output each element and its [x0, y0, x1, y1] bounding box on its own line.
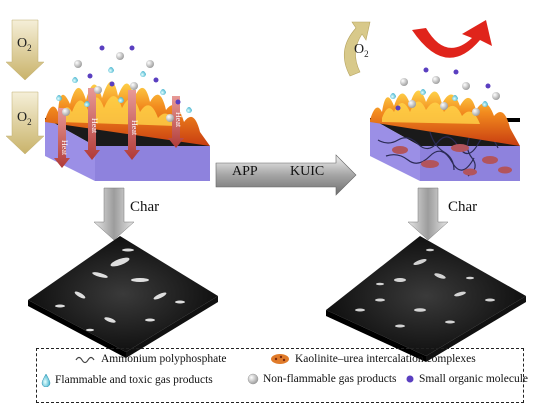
down-arrow-left — [93, 187, 135, 241]
heat-label-2: Heat — [90, 118, 99, 134]
heat-label-1: Heat — [60, 140, 69, 156]
legend-box: Ammonium polyphosphate Kaolinite–urea in… — [36, 348, 528, 403]
heat-label-4: Heat — [174, 112, 183, 128]
transformation-arrow — [215, 154, 357, 196]
char-label-left: Char — [130, 199, 160, 215]
oxygen-arrows-left — [5, 19, 45, 155]
orange-blob-icon — [271, 354, 289, 364]
app-label: APP — [232, 164, 258, 179]
legend-app: Ammonium polyphosphate — [75, 353, 227, 365]
oxygen-label-top: O2 — [17, 36, 32, 53]
heat-label-3: Heat — [130, 120, 139, 136]
legend-kuic: Kaolinite–urea intercalation complexes — [269, 353, 476, 365]
wavy-line-icon — [75, 356, 95, 364]
oxygen-label-mid: O2 — [17, 110, 32, 127]
oxygen-curved-arrow-right — [343, 21, 371, 77]
char-label-right: Char — [448, 199, 478, 215]
left-gas-products — [56, 45, 192, 122]
heat-reflect-arrow — [412, 20, 492, 58]
blue-droplet-icon — [41, 373, 51, 387]
legend-nonflammable: Non-flammable gas products — [247, 373, 397, 385]
legend-flammable: Flammable and toxic gas products — [41, 373, 213, 387]
down-arrow-right — [407, 187, 449, 241]
grey-sphere-icon — [247, 373, 259, 385]
right-char-residue — [326, 236, 526, 362]
left-char-residue — [28, 236, 218, 358]
purple-dot-icon — [406, 375, 414, 383]
kuic-label: KUIC — [290, 164, 325, 179]
right-gas-products — [390, 67, 500, 116]
legend-small-molecule: Small organic molecule — [405, 373, 528, 385]
kuic-network — [377, 131, 512, 177]
oxygen-label-right: O2 — [354, 42, 369, 59]
